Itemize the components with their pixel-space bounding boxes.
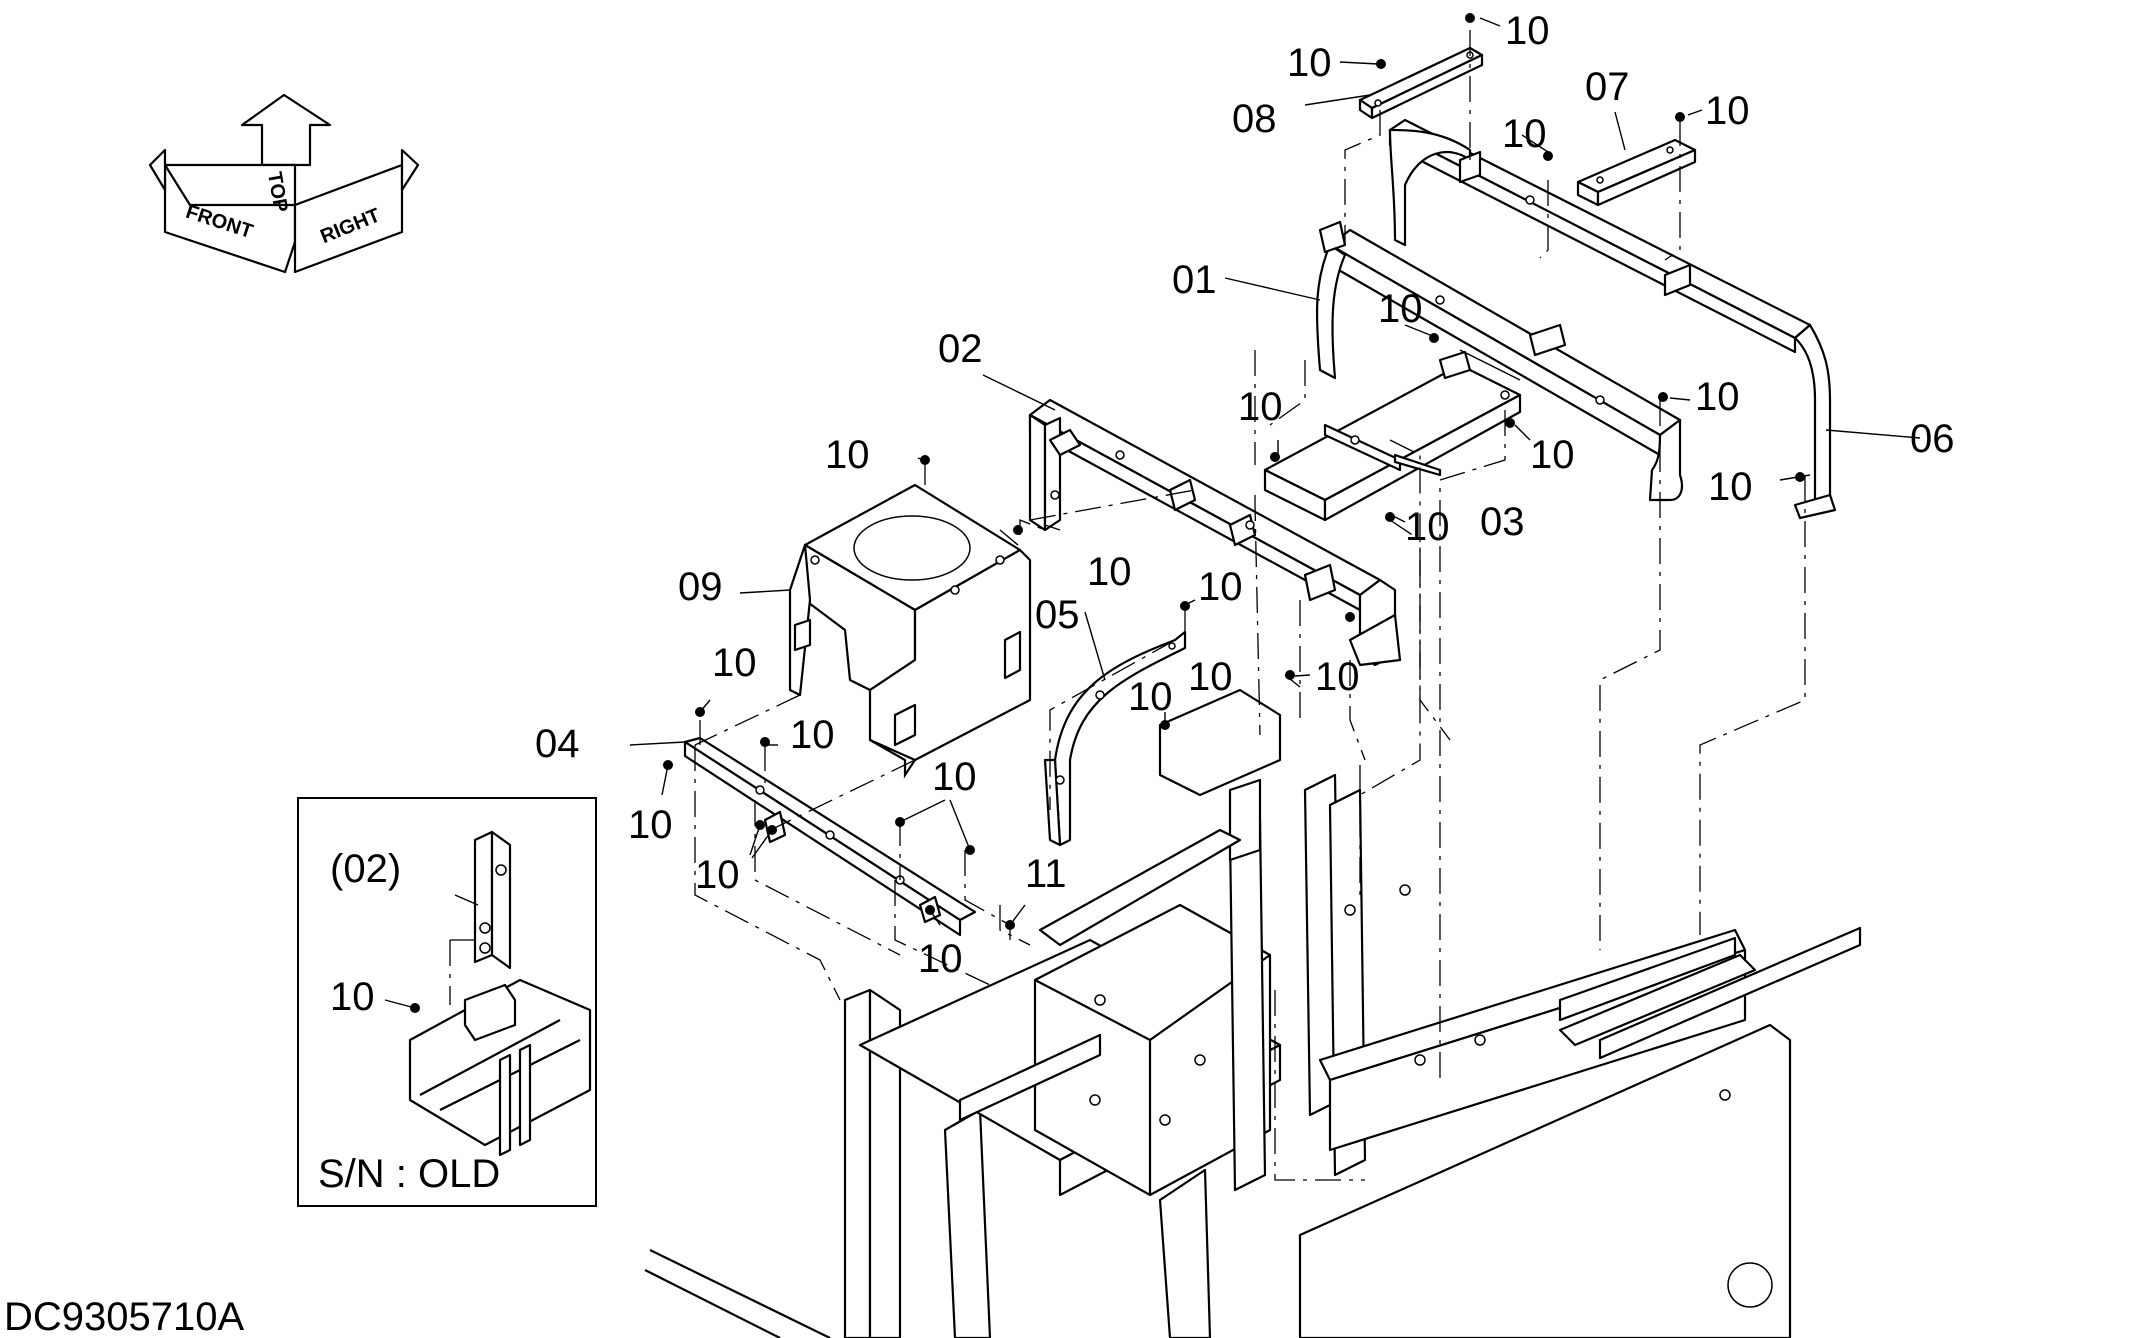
part-05-curved-bar — [1043, 630, 1187, 847]
part-03-bracket — [1263, 350, 1522, 522]
part-02-frame — [1028, 398, 1402, 667]
callout-10: 10 — [712, 641, 757, 685]
callout-02: 02 — [938, 327, 983, 371]
callout-10: 10 — [1695, 375, 1740, 419]
callout-10: 10 — [1128, 675, 1173, 719]
callout-10: 10 — [1505, 9, 1550, 53]
callout-11: 11 — [1025, 852, 1067, 896]
callout-06: 06 — [1910, 417, 1955, 461]
callout-labels: 01 02 03 04 05 06 07 08 09 11 10 10 10 1… — [535, 9, 1955, 981]
callout-10: 10 — [790, 713, 835, 757]
callout-03: 03 — [1480, 500, 1525, 544]
callout-10: 10 — [1315, 655, 1360, 699]
callout-08: 08 — [1232, 97, 1277, 141]
callout-10: 10 — [1705, 89, 1750, 133]
callout-10: 10 — [1287, 41, 1332, 85]
callout-10: 10 — [825, 433, 870, 477]
part-04-bar — [683, 736, 977, 937]
inset-callout-10: 10 — [330, 975, 375, 1019]
part-08-plate — [1358, 46, 1484, 120]
drawing-id: DC9305710A — [4, 1295, 244, 1338]
inset-old-serial: (02) 10 S/N : OLD — [297, 797, 597, 1207]
callout-10: 10 — [695, 853, 740, 897]
part-06-arch — [1388, 118, 1837, 520]
callout-10: 10 — [1530, 433, 1575, 477]
callout-10: 10 — [932, 755, 977, 799]
callout-10: 10 — [918, 937, 963, 981]
callout-10: 10 — [1708, 465, 1753, 509]
main-frame — [644, 688, 1862, 1338]
callout-04: 04 — [535, 722, 580, 766]
part-07-plate — [1576, 138, 1697, 207]
callout-10: 10 — [628, 803, 673, 847]
callout-10: 10 — [1188, 655, 1233, 699]
callout-10: 10 — [1198, 565, 1243, 609]
leader-lines — [629, 17, 1921, 926]
callout-10: 10 — [1502, 112, 1547, 156]
callout-10: 10 — [1405, 505, 1450, 549]
callout-01: 01 — [1172, 258, 1217, 302]
inset-callout-02: (02) — [330, 847, 401, 891]
callout-10: 10 — [1087, 550, 1132, 594]
inset-serial-note: S/N : OLD — [318, 1152, 500, 1196]
callout-09: 09 — [678, 565, 723, 609]
callout-05: 05 — [1035, 593, 1080, 637]
callout-10: 10 — [1238, 385, 1283, 429]
part-09-shroud — [788, 483, 1032, 779]
callout-07: 07 — [1585, 65, 1630, 109]
callout-10: 10 — [1378, 287, 1423, 331]
orientation-symbol: FRONT TOP RIGHT — [148, 93, 420, 274]
